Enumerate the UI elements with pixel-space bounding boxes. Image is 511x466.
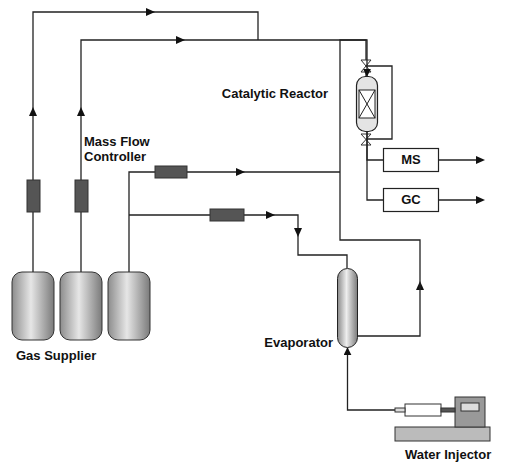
exhaust-line [439, 199, 476, 200]
part-label: Gas Supplier [16, 348, 96, 363]
syringe-tip [395, 408, 405, 412]
flow-arrow [266, 211, 275, 219]
flow-arrow [294, 228, 302, 237]
pipe-connector [367, 132, 383, 160]
syringe-barrel [405, 404, 441, 416]
flow-arrow [146, 8, 155, 16]
node-label: Catalytic Reactor [222, 86, 328, 101]
mass-flow-controller [75, 180, 88, 212]
flow-arrow [476, 196, 485, 204]
mass-flow-controller [27, 180, 40, 212]
flow-arrow [77, 107, 85, 116]
box-outline [384, 149, 439, 172]
pump-outline [395, 393, 490, 441]
node-label: MS [383, 148, 439, 172]
gas-line [33, 12, 258, 272]
reactor-shell [357, 77, 378, 132]
part-label: Mass Flow Controller [84, 134, 158, 164]
gas-line [81, 40, 366, 272]
gas-line [129, 172, 340, 272]
mass-flow-controller [210, 209, 244, 221]
evaporator-vessel: Evaporator [337, 268, 358, 348]
plunger-rod [441, 408, 455, 412]
catalytic-reactor: Catalytic Reactor [356, 76, 378, 132]
flow-arrow [476, 156, 485, 164]
node-label: GC [383, 188, 439, 212]
valve-symbol [361, 134, 371, 145]
flow-arrow [236, 168, 245, 176]
gas-line [129, 215, 347, 268]
node-label: Evaporator [264, 335, 333, 350]
gas-cylinder [108, 272, 150, 340]
flow-arrow [176, 36, 185, 44]
catalyst-cross [359, 90, 375, 118]
node-label: Water Injector [405, 447, 491, 462]
valve-symbol [361, 60, 371, 72]
flow-arrow [29, 107, 37, 116]
pump-motor [455, 397, 485, 427]
reactor-outline [356, 76, 378, 132]
gas-cylinder [12, 272, 54, 340]
mass-flow-controller [155, 166, 187, 178]
analyzer-box: GC [383, 188, 439, 212]
evaporator-outline [337, 268, 358, 348]
pump-display [461, 403, 479, 411]
box-outline [384, 189, 439, 212]
pipe-connector [348, 348, 396, 410]
evaporator-shell [338, 269, 358, 348]
exhaust-line [439, 159, 476, 160]
gas-cylinder [60, 272, 102, 340]
analyzer-box: MS [383, 148, 439, 172]
water-injector-pump: Water Injector [395, 393, 490, 441]
catalyst-bed [359, 90, 375, 118]
pipe-connector [367, 132, 383, 200]
pump-base [395, 427, 490, 441]
